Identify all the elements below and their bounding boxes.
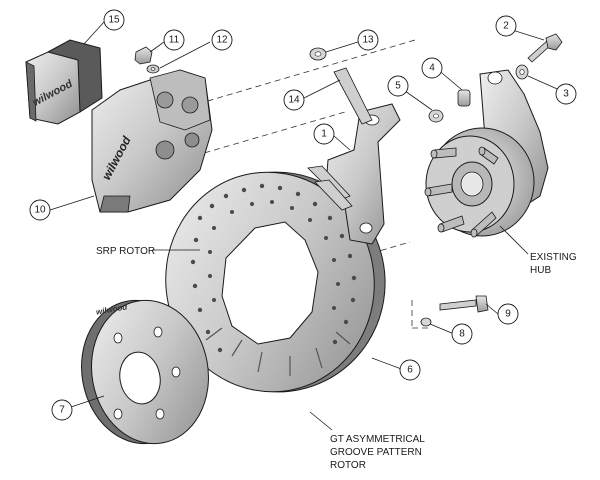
svg-text:1: 1	[321, 129, 327, 140]
callout-12: 12	[211, 29, 233, 51]
caliper: wilwood	[91, 69, 213, 213]
callout-11: 11	[163, 29, 185, 51]
callout-4: 4	[421, 57, 443, 79]
svg-text:10: 10	[34, 205, 46, 216]
mounting-bracket	[325, 103, 401, 245]
svg-text:5: 5	[395, 81, 401, 92]
label-existing-hub-1: EXISTING	[530, 252, 577, 263]
rotor-hat: wilwood	[81, 299, 209, 445]
svg-text:7: 7	[59, 405, 65, 416]
callout-3: 3	[555, 83, 577, 105]
hat-bolt-and-washer	[420, 295, 489, 327]
svg-text:13: 13	[362, 35, 374, 46]
svg-text:15: 15	[108, 15, 120, 26]
callout-10: 10	[29, 199, 51, 221]
label-existing-hub-2: HUB	[530, 265, 551, 276]
svg-text:3: 3	[563, 89, 569, 100]
callout-8: 8	[451, 323, 473, 345]
rotor-grooves	[205, 327, 351, 376]
callout-13: 13	[357, 29, 379, 51]
hat-lug-holes	[113, 326, 181, 420]
callout-6: 6	[399, 359, 421, 381]
callout-15: 15	[103, 9, 125, 31]
svg-text:12: 12	[216, 35, 228, 46]
rotor-drill-holes	[190, 183, 357, 353]
svg-text:2: 2	[503, 21, 509, 32]
svg-text:14: 14	[288, 95, 300, 106]
caliper-bolt-and-washer	[134, 46, 160, 74]
bracket-bolts	[307, 67, 373, 211]
callout-1: 1	[313, 123, 335, 145]
callout-9: 9	[497, 303, 519, 325]
svg-text:11: 11	[169, 35, 180, 46]
callout-5: 5	[387, 75, 409, 97]
callout-7: 7	[51, 399, 73, 421]
spacer-and-washer	[428, 89, 471, 123]
svg-text:9: 9	[505, 309, 511, 320]
wheel-studs	[424, 146, 499, 238]
svg-text:8: 8	[459, 329, 465, 340]
label-srp-rotor: SRP ROTOR	[96, 246, 155, 257]
label-gt-rotor-3: ROTOR	[330, 460, 366, 471]
svg-text:6: 6	[407, 365, 413, 376]
svg-text:4: 4	[429, 63, 435, 74]
gt-rotor	[165, 171, 386, 393]
existing-hub	[424, 69, 549, 238]
brake-pads: wilwood	[25, 39, 103, 125]
callouts: 15 11 12 13 14 1 5 4 2 3 10 6 7 8 9	[29, 9, 577, 421]
hub-bolt-and-washer	[515, 33, 563, 80]
label-gt-rotor-1: GT ASYMMETRICAL	[330, 434, 425, 445]
callout-2: 2	[495, 15, 517, 37]
callout-14: 14	[283, 89, 305, 111]
label-gt-rotor-2: GROOVE PATTERN	[330, 447, 422, 458]
